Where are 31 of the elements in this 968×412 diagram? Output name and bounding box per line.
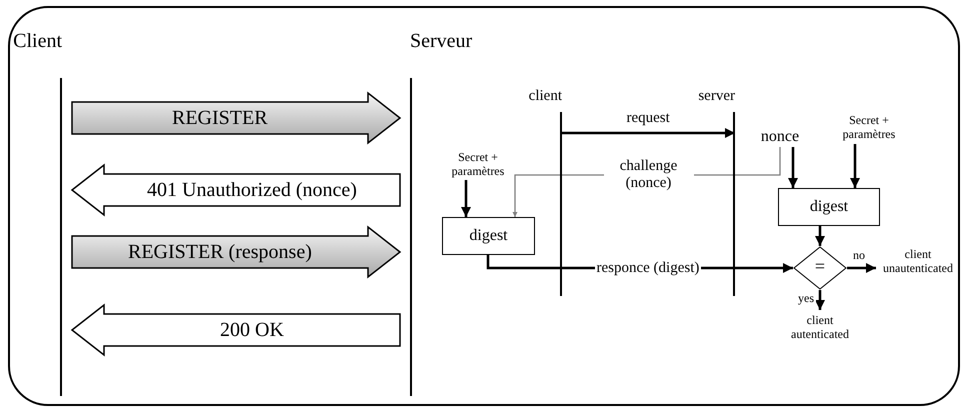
edge-label: REGISTER (172, 106, 268, 130)
block-arrow (71, 225, 402, 279)
edge-label: responce (digest) (594, 260, 702, 277)
arrow (788, 147, 798, 188)
arrow (486, 255, 793, 273)
arrow (461, 180, 471, 217)
lifeline-label: client (528, 88, 562, 105)
arrow (850, 144, 860, 188)
block-arrow (71, 91, 402, 145)
edge-label: 401 Unauthorized (nonce) (147, 178, 357, 202)
arrow (815, 290, 825, 310)
node-label: nonce (755, 127, 805, 147)
node-label: client autenticated (782, 310, 858, 344)
edge-label: 200 OK (220, 318, 284, 342)
node-label: client unautenticated (876, 244, 960, 278)
edge-label: REGISTER (response) (128, 240, 312, 264)
edge-label: challenge (nonce) (604, 158, 694, 192)
lifeline-label: server (698, 88, 735, 105)
decision-diamond: = (793, 246, 847, 290)
lifeline-label: Client (13, 30, 62, 53)
node-label: Secret + paramètres (436, 148, 520, 180)
process-box: digest (442, 217, 535, 255)
arrow (847, 263, 876, 273)
block-arrow (70, 303, 401, 357)
arrow (512, 147, 781, 217)
node-label: Secret + paramètres (826, 110, 912, 144)
process-box: digest (778, 188, 880, 226)
block-arrow (70, 163, 401, 217)
lifeline-label: Serveur (410, 30, 472, 53)
arrow (562, 128, 735, 138)
arrow (815, 226, 825, 246)
